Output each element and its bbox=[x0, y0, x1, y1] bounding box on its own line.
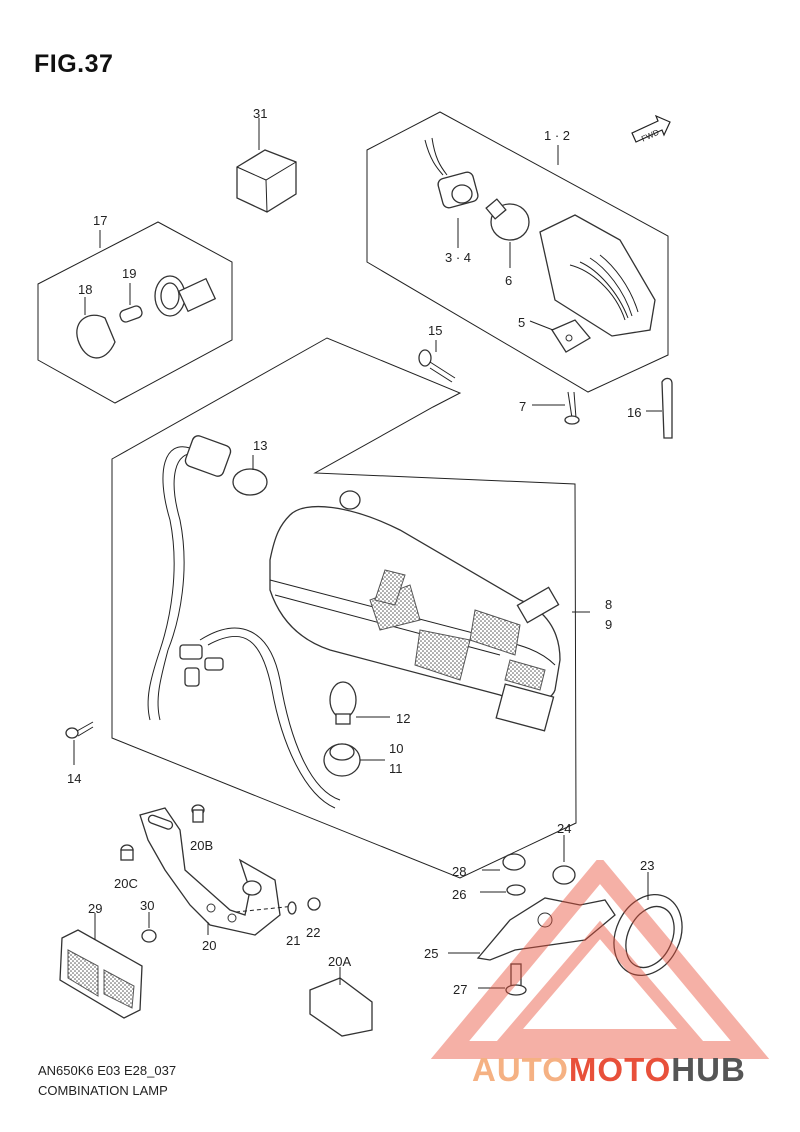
callout-25: 25 bbox=[424, 946, 439, 961]
callout-11: 11 bbox=[389, 761, 403, 776]
fwd-arrow: FWD bbox=[631, 114, 671, 144]
figure-caption: COMBINATION LAMP bbox=[38, 1083, 168, 1098]
callout-21: 21 bbox=[286, 933, 301, 948]
callout-20c: 20C bbox=[114, 876, 138, 891]
bracket-part-25 bbox=[448, 835, 616, 996]
screw-part-7 bbox=[532, 391, 580, 425]
bulb-part-12 bbox=[329, 681, 390, 725]
callout-30: 30 bbox=[140, 898, 155, 913]
callout-29: 29 bbox=[88, 901, 103, 916]
callout-20a: 20A bbox=[328, 954, 352, 969]
callout-28: 28 bbox=[452, 864, 467, 879]
front-turn-signal-assembly bbox=[424, 137, 656, 353]
callout-20b: 20B bbox=[190, 838, 214, 853]
callout-20: 20 bbox=[202, 938, 217, 953]
group-frames bbox=[37, 111, 669, 879]
callout-19: 19 bbox=[122, 266, 137, 281]
watermark-part3: HUB bbox=[671, 1051, 746, 1088]
rear-signal-bulb-group bbox=[76, 230, 217, 359]
callout-1-2: 1 · 2 bbox=[544, 128, 571, 143]
callout-16: 16 bbox=[627, 405, 642, 420]
wire-harness bbox=[147, 627, 341, 809]
label-sticker-20a bbox=[309, 967, 373, 1037]
callout-10: 10 bbox=[389, 741, 404, 756]
callout-14: 14 bbox=[67, 771, 82, 786]
callout-17: 17 bbox=[93, 213, 108, 228]
watermark-text: AUTOMOTOHUB bbox=[472, 1051, 746, 1089]
callout-13: 13 bbox=[253, 438, 268, 453]
callout-3-4: 3 · 4 bbox=[445, 250, 472, 265]
small-fasteners bbox=[120, 804, 321, 943]
screw-part-15 bbox=[418, 340, 456, 383]
callout-27: 27 bbox=[453, 982, 468, 997]
watermark-triangle-logo bbox=[430, 860, 770, 1059]
relay-part-31 bbox=[236, 118, 297, 213]
callout-22: 22 bbox=[306, 925, 321, 940]
callout-18: 18 bbox=[78, 282, 93, 297]
model-code: AN650K6 E03 E28_037 bbox=[38, 1063, 177, 1078]
watermark-part1: AUTO bbox=[472, 1051, 569, 1088]
figure-title: FIG.37 bbox=[34, 50, 114, 78]
callout-26: 26 bbox=[452, 887, 467, 902]
callout-31: 31 bbox=[253, 106, 268, 121]
reflector-part-29 bbox=[59, 913, 143, 1019]
callout-9: 9 bbox=[605, 617, 613, 632]
callout-7: 7 bbox=[519, 399, 527, 414]
combination-lamp-housing bbox=[269, 490, 590, 732]
callout-6: 6 bbox=[505, 273, 513, 288]
license-lamp-part-23 bbox=[613, 872, 683, 977]
callout-12: 12 bbox=[396, 711, 411, 726]
callout-8: 8 bbox=[605, 597, 613, 612]
callout-15: 15 bbox=[428, 323, 443, 338]
bracket-part-20 bbox=[139, 807, 296, 936]
watermark-part2: MOTO bbox=[568, 1051, 672, 1088]
callout-24: 24 bbox=[557, 821, 572, 836]
bulb-13-socket bbox=[159, 435, 268, 651]
socket-part-10-11 bbox=[323, 743, 385, 777]
callout-23: 23 bbox=[640, 858, 655, 873]
screw-part-14 bbox=[65, 721, 94, 765]
clamp-part-16 bbox=[646, 377, 673, 439]
callout-5: 5 bbox=[518, 315, 526, 330]
